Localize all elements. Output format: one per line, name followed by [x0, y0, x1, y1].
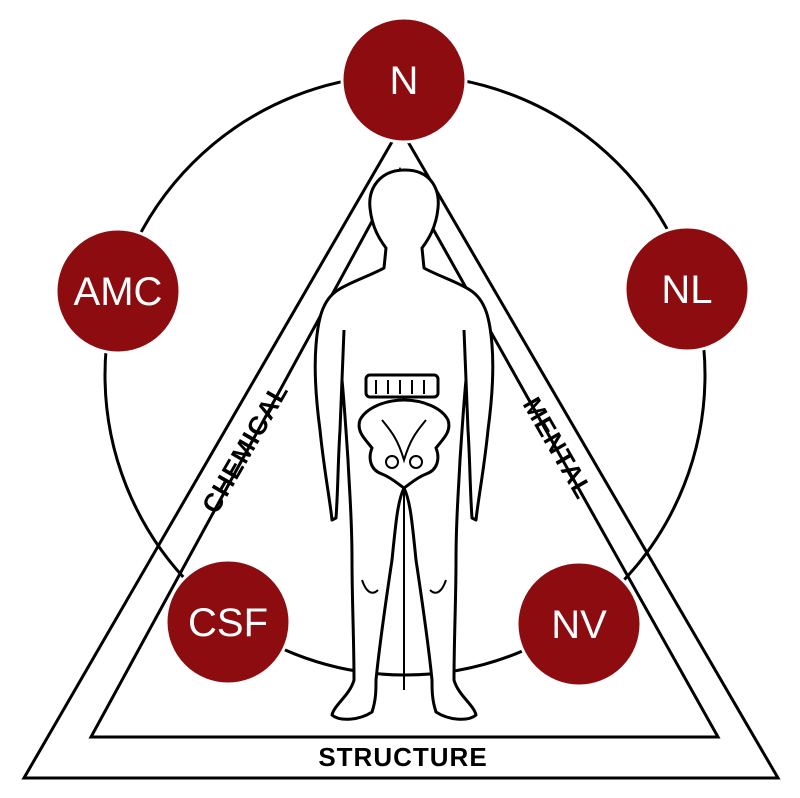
outer-triangle — [21, 125, 781, 780]
node-csf-label: CSF — [188, 601, 268, 645]
node-amc-circle — [54, 227, 182, 355]
node-nl: NL — [623, 225, 751, 353]
node-nv-label: NV — [551, 603, 607, 647]
node-nl-circle — [623, 225, 751, 353]
node-n-circle — [340, 16, 468, 144]
node-nv-circle — [515, 560, 643, 688]
node-amc-label: AMC — [74, 270, 163, 314]
node-n-label: N — [390, 59, 419, 103]
structure-label: STRUCTURE — [318, 742, 487, 772]
node-csf: CSF — [164, 558, 292, 686]
node-nl-label: NL — [661, 268, 712, 312]
node-n: N — [340, 16, 468, 144]
node-csf-circle — [164, 558, 292, 686]
node-amc: AMC — [54, 227, 182, 355]
pelvis-spine-icon — [357, 373, 451, 490]
inner-triangle — [88, 166, 721, 739]
node-nv: NV — [515, 560, 643, 688]
